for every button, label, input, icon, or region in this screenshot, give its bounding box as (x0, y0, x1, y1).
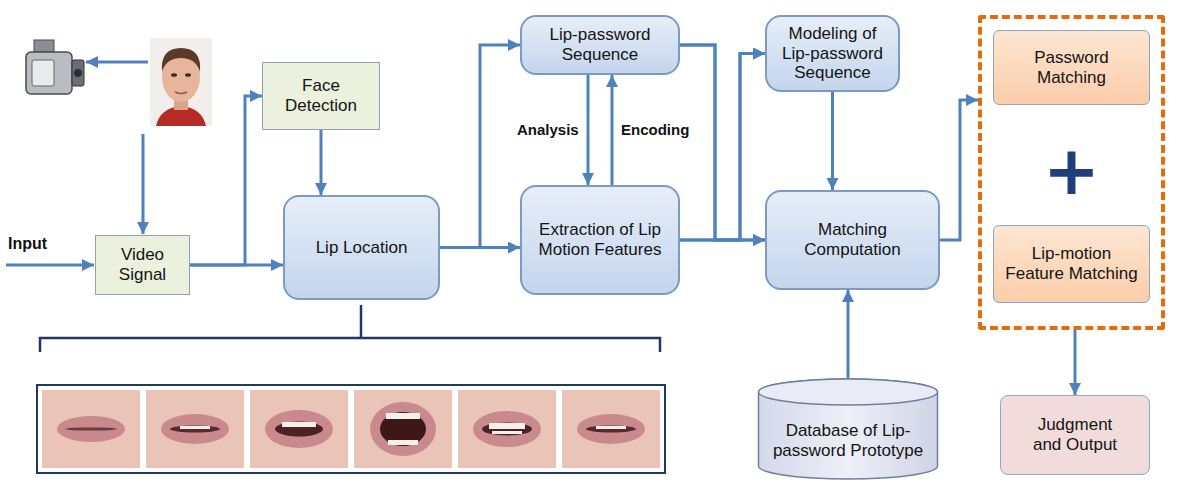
process-box: Face Detection (262, 62, 380, 130)
arrow-connector (440, 45, 520, 248)
arrow-connector (831, 92, 834, 190)
lip-frame (562, 390, 660, 468)
matching-box: Lip-motion Feature Matching (993, 225, 1150, 303)
process-box: Lip-password Sequence (520, 15, 680, 75)
arrow-connector (680, 45, 765, 240)
process-box: Lip Location (283, 195, 440, 300)
lip-frame (354, 390, 452, 468)
arrow-connector (680, 54, 765, 241)
node-text: Lip-password Sequence (532, 25, 668, 64)
face-to-camera-arrow (86, 61, 148, 64)
face-photo (150, 38, 212, 126)
process-box: Video Signal (95, 235, 190, 295)
arrow-connector (320, 130, 323, 195)
matching-box: Password Matching (993, 30, 1150, 105)
arrow-connector (190, 264, 283, 267)
node-text: Password Matching (1002, 48, 1141, 87)
lip-frame (458, 390, 556, 468)
lip-frame-strip (37, 385, 665, 473)
edge-label: Analysis (516, 121, 580, 139)
node-text: Matching Computation (777, 220, 928, 259)
node-text: Face Detection (271, 76, 371, 115)
output-box: Judgment and Output (1000, 395, 1150, 475)
process-box: Matching Computation (765, 190, 940, 290)
lip-frame (250, 390, 348, 468)
arrow-connector (847, 290, 850, 378)
bracket (40, 305, 660, 352)
lip-frame (146, 390, 244, 468)
node-text: Extraction of Lip Motion Features (532, 220, 668, 259)
arrow-connector (440, 246, 520, 249)
arrow-connector (1074, 330, 1077, 395)
process-box: Modeling of Lip-password Sequence (765, 15, 900, 92)
node-text: Modeling of Lip-password Sequence (777, 24, 888, 83)
arrow-connector (680, 45, 765, 240)
input-label: Input (8, 234, 47, 253)
camera-icon (26, 40, 84, 94)
node-text: Lip Location (295, 238, 428, 258)
dashed-group: + Password MatchingLip-motion Feature Mat… (978, 15, 1165, 330)
node-text: Video Signal (104, 245, 181, 284)
input-arrow (6, 264, 94, 267)
plus-sign: + (982, 131, 1161, 211)
lip-frame (42, 390, 140, 468)
arrow-connector (940, 100, 978, 240)
face-to-video-arrow (142, 134, 145, 234)
edge-label: Encoding (620, 121, 690, 139)
process-box: Extraction of Lip Motion Features (520, 185, 680, 295)
arrow-connector (190, 96, 262, 265)
node-text: Database of Lip-password Prototype (767, 421, 929, 460)
database-cylinder: Database of Lip-password Prototype (757, 378, 939, 480)
node-text: Judgment and Output (1025, 415, 1125, 454)
arrow-connector (587, 75, 590, 185)
node-text: Lip-motion Feature Matching (1002, 244, 1141, 283)
arrow-connector (611, 75, 614, 185)
